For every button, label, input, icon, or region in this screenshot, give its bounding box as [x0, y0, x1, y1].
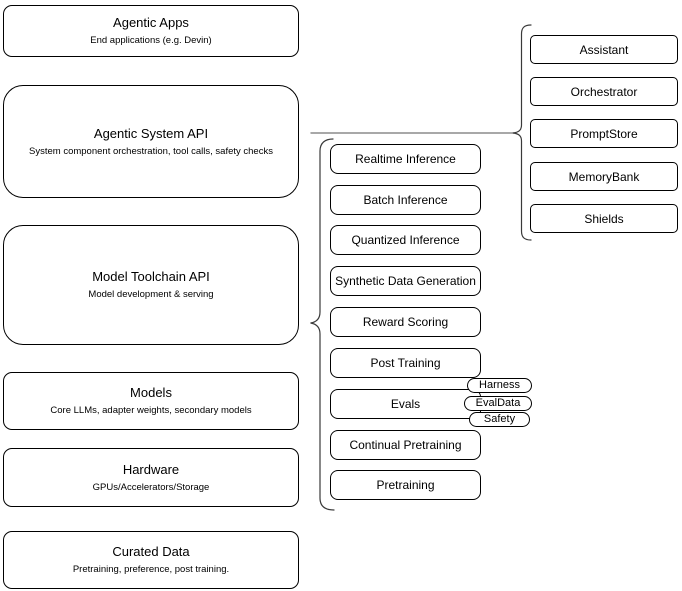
layer-agentic-system-api: Agentic System API System component orch…	[3, 85, 299, 198]
layer-model-toolchain-api: Model Toolchain API Model development & …	[3, 225, 299, 345]
component-label: PromptStore	[570, 126, 638, 141]
service-continual-pretraining: Continual Pretraining	[330, 430, 481, 460]
service-pretraining: Pretraining	[330, 470, 481, 500]
layer-hardware: Hardware GPUs/Accelerators/Storage	[3, 448, 299, 507]
layer-subtitle: End applications (e.g. Devin)	[90, 35, 212, 46]
layer-title: Curated Data	[112, 544, 190, 559]
eval-tag-label: EvalData	[475, 397, 521, 409]
service-quantized-inference: Quantized Inference	[330, 225, 481, 255]
layer-title: Agentic System API	[93, 125, 209, 141]
service-label: Quantized Inference	[351, 233, 460, 247]
component-assistant: Assistant	[530, 35, 678, 64]
service-reward-scoring: Reward Scoring	[330, 307, 481, 337]
service-label: Continual Pretraining	[349, 438, 462, 452]
layer-title: Hardware	[122, 461, 180, 477]
service-realtime-inference: Realtime Inference	[330, 144, 481, 174]
component-label: MemoryBank	[568, 169, 640, 184]
toolchain-brace	[310, 138, 335, 511]
layer-subtitle: Core LLMs, adapter weights, secondary mo…	[50, 405, 252, 416]
service-label: Synthetic Data Generation	[335, 274, 476, 288]
layer-subtitle: Model development & serving	[88, 289, 214, 300]
component-orchestrator: Orchestrator	[530, 77, 678, 106]
eval-tag-safety: Safety	[469, 412, 530, 427]
component-promptstore: PromptStore	[530, 119, 678, 148]
service-batch-inference: Batch Inference	[330, 185, 481, 215]
layer-subtitle: System component orchestration, tool cal…	[29, 145, 273, 157]
eval-tag-harness: Harness	[467, 378, 532, 393]
layer-title: Models	[130, 385, 172, 400]
service-label: Evals	[390, 397, 421, 411]
eval-tag-evaldata: EvalData	[464, 396, 532, 411]
service-post-training: Post Training	[330, 348, 481, 378]
layer-models: Models Core LLMs, adapter weights, secon…	[3, 372, 299, 430]
service-label: Post Training	[370, 356, 441, 370]
service-evals: Evals	[330, 389, 481, 419]
components-brace	[512, 24, 532, 241]
service-label: Reward Scoring	[362, 315, 449, 329]
service-label: Realtime Inference	[355, 152, 456, 166]
layer-curated-data: Curated Data Pretraining, preference, po…	[3, 531, 299, 589]
component-label: Shields	[584, 211, 624, 226]
eval-tag-label: Harness	[479, 379, 520, 391]
service-label: Batch Inference	[363, 193, 448, 207]
layer-title: Model Toolchain API	[92, 269, 210, 284]
component-memorybank: MemoryBank	[530, 162, 678, 191]
layer-subtitle: Pretraining, preference, post training.	[72, 564, 230, 575]
layer-subtitle: GPUs/Accelerators/Storage	[92, 481, 210, 493]
eval-tag-label: Safety	[483, 413, 516, 425]
component-label: Orchestrator	[570, 84, 638, 99]
component-label: Assistant	[579, 42, 629, 57]
service-synthetic-data-generation: Synthetic Data Generation	[330, 266, 481, 296]
layer-title: Agentic Apps	[113, 15, 189, 30]
service-label: Pretraining	[376, 478, 435, 492]
layer-agentic-apps: Agentic Apps End applications (e.g. Devi…	[3, 5, 299, 57]
component-shields: Shields	[530, 204, 678, 233]
